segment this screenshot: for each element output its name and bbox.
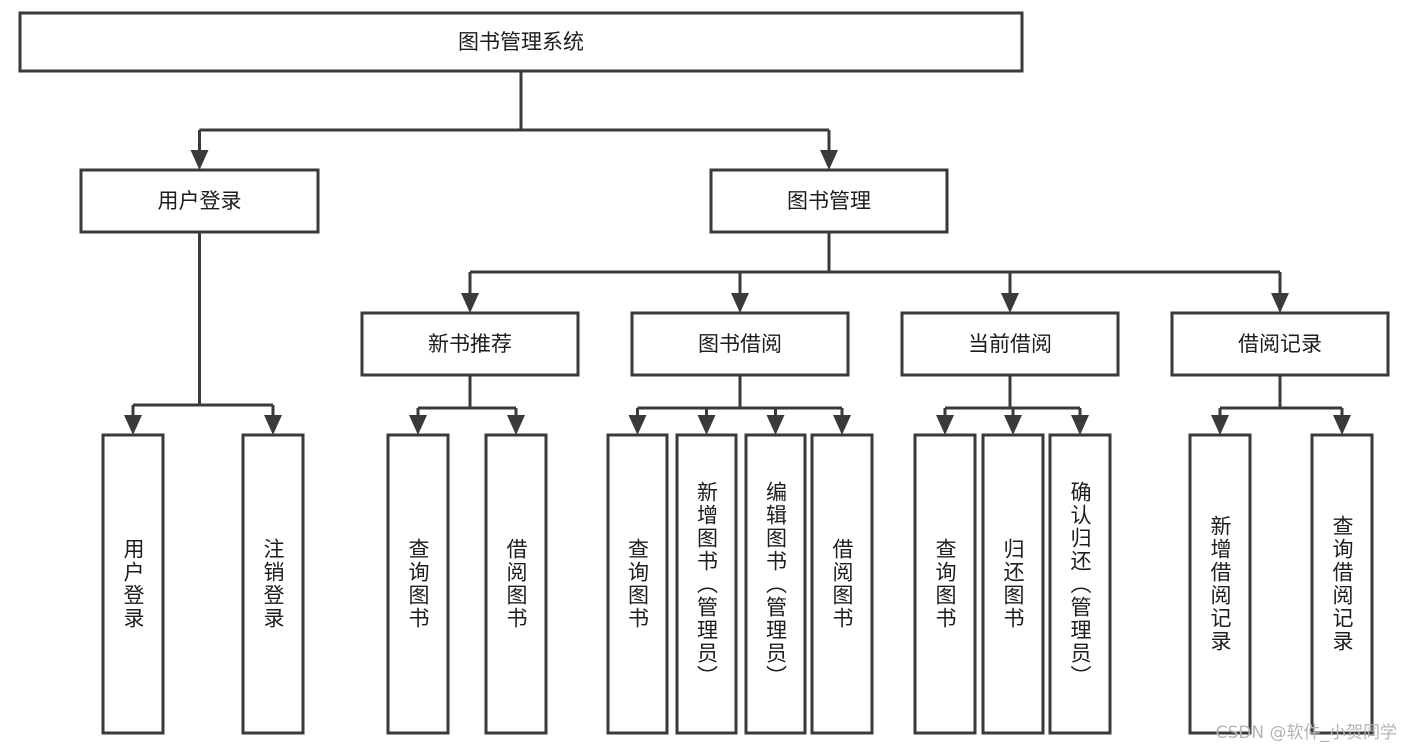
node-box-leaf-borrow-book-rec[interactable] <box>484 433 548 735</box>
node-box-leaf-query-record[interactable] <box>1310 433 1374 735</box>
node-box-new-book-rec[interactable] <box>360 311 580 377</box>
node-box-leaf-confirm-return[interactable] <box>1048 433 1112 735</box>
arrow-head-book-manage <box>820 150 838 170</box>
arrow-head-leaf-query-book-cur <box>936 415 954 435</box>
node-box-leaf-query-book-rec[interactable] <box>386 433 450 735</box>
node-box-current-borrow[interactable] <box>900 311 1120 377</box>
node-box-leaf-user-login[interactable] <box>101 433 165 735</box>
node-box-leaf-query-book-cur[interactable] <box>913 433 977 735</box>
arrow-head-leaf-return-book <box>1004 415 1022 435</box>
arrow-head-user-login <box>190 150 209 170</box>
node-box-leaf-logout[interactable] <box>241 433 305 735</box>
node-box-book-borrow[interactable] <box>630 311 850 377</box>
arrow-head-current-borrow <box>1001 293 1019 313</box>
node-label-current-borrow: 当前借阅 <box>968 332 1052 356</box>
connectors-layer <box>124 71 1351 435</box>
arrow-head-leaf-add-book <box>697 415 716 435</box>
node-label-book-manage: 图书管理 <box>787 189 871 213</box>
node-box-leaf-query-book[interactable] <box>606 433 669 735</box>
arrow-head-leaf-add-record <box>1211 415 1229 435</box>
arrow-head-leaf-user-login <box>124 415 142 435</box>
arrow-head-leaf-logout <box>264 415 282 435</box>
arrow-head-leaf-confirm-return <box>1071 415 1089 435</box>
watermark: CSDN @软件_小贺同学 <box>1215 723 1397 743</box>
node-label-new-book-rec: 新书推荐 <box>428 332 512 356</box>
node-box-book-manage[interactable] <box>709 168 949 234</box>
node-box-borrow-record[interactable] <box>1170 311 1390 377</box>
arrow-head-new-book-rec <box>461 293 479 313</box>
arrow-head-leaf-borrow-book-rec <box>507 415 525 435</box>
node-box-root[interactable] <box>18 11 1024 73</box>
arrow-head-leaf-edit-book <box>766 415 785 435</box>
node-box-leaf-add-record[interactable] <box>1188 433 1252 735</box>
node-box-user-login[interactable] <box>79 168 320 234</box>
arrow-head-leaf-query-book <box>628 415 647 435</box>
arrow-head-borrow-record <box>1271 293 1289 313</box>
arrow-head-book-borrow <box>731 293 749 313</box>
arrow-head-leaf-query-record <box>1333 415 1351 435</box>
node-box-leaf-add-book[interactable] <box>675 433 738 735</box>
node-label-root: 图书管理系统 <box>458 30 584 54</box>
boxes-layer <box>18 11 1390 735</box>
arrow-head-leaf-query-book-rec <box>409 415 427 435</box>
node-label-borrow-record: 借阅记录 <box>1238 332 1322 356</box>
node-box-leaf-return-book[interactable] <box>981 433 1045 735</box>
node-box-leaf-edit-book[interactable] <box>744 433 807 735</box>
node-label-user-login: 用户登录 <box>158 189 242 213</box>
arrow-head-leaf-borrow-book <box>833 415 851 435</box>
node-label-book-borrow: 图书借阅 <box>698 332 782 356</box>
node-box-leaf-borrow-book[interactable] <box>810 433 874 735</box>
